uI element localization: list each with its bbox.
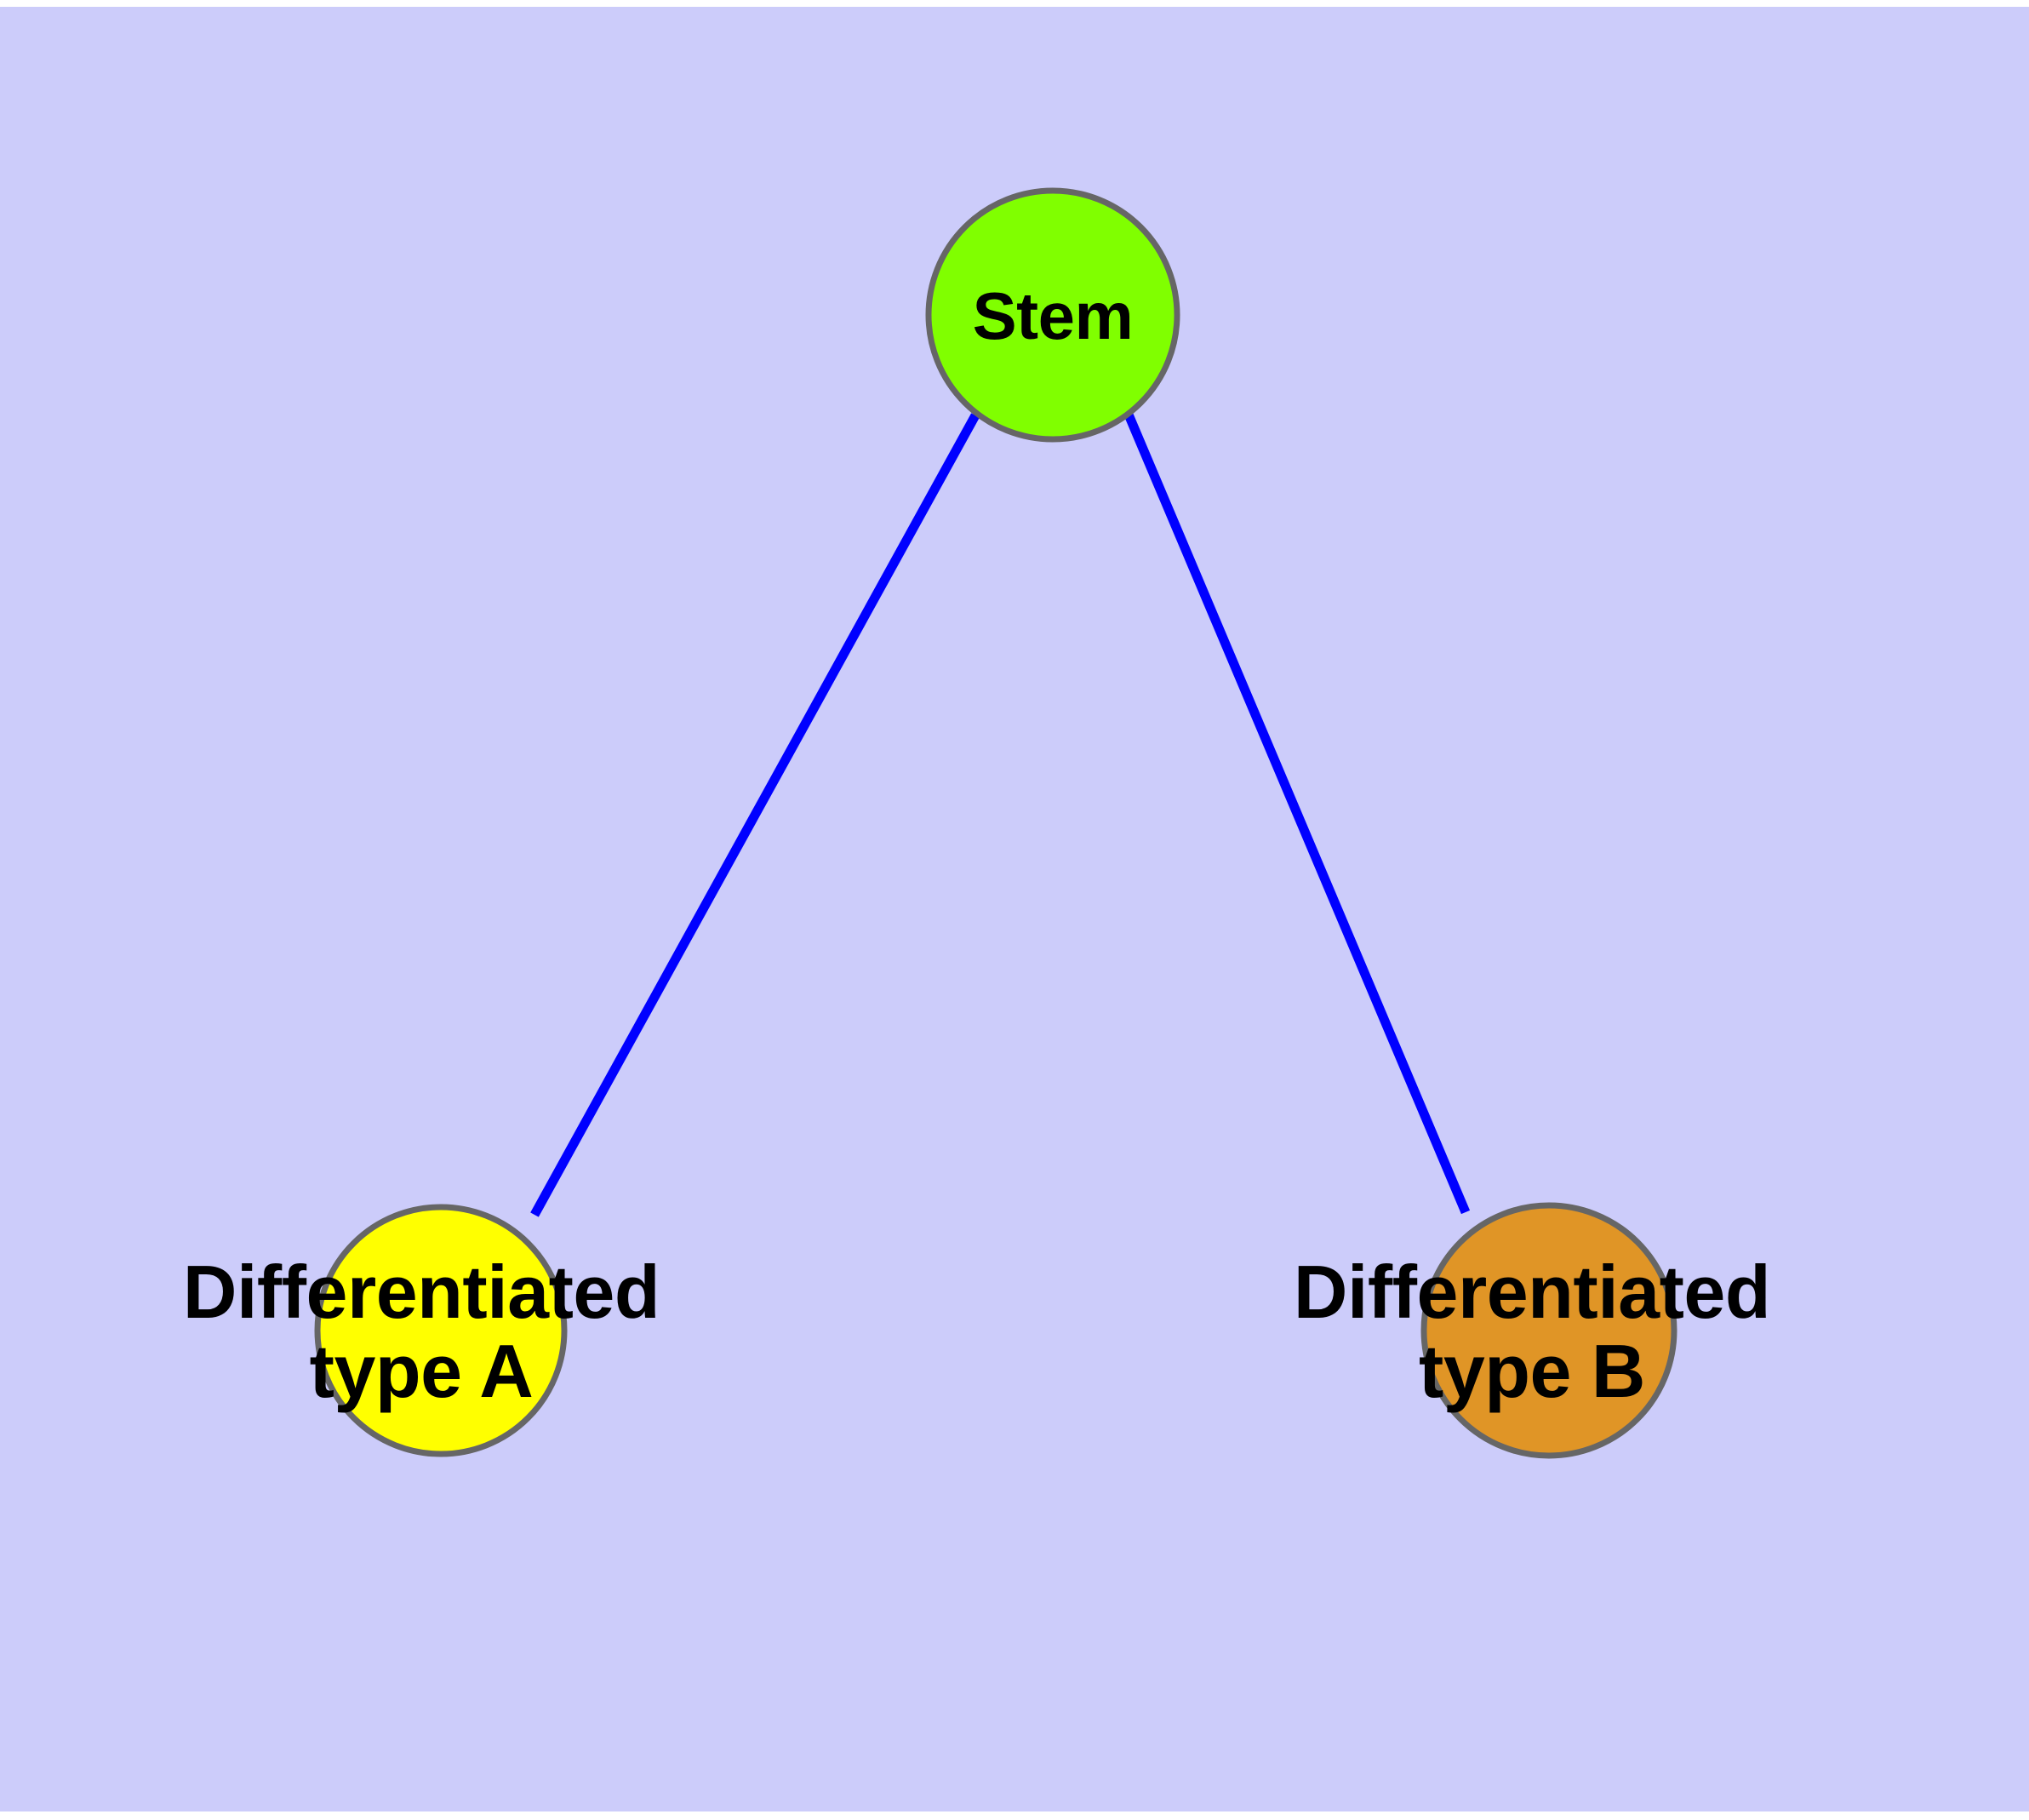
- edge-stem-to-differentiated-type-a: [530, 413, 980, 1217]
- node-differentiated-type-a[interactable]: [314, 1204, 568, 1457]
- node-differentiated-type-b[interactable]: [1420, 1202, 1677, 1459]
- edge-stem-to-differentiated-type-b: [1123, 412, 1471, 1215]
- node-layer: [314, 187, 1677, 1459]
- edge-layer: [530, 412, 1471, 1217]
- node-stem[interactable]: [925, 187, 1180, 443]
